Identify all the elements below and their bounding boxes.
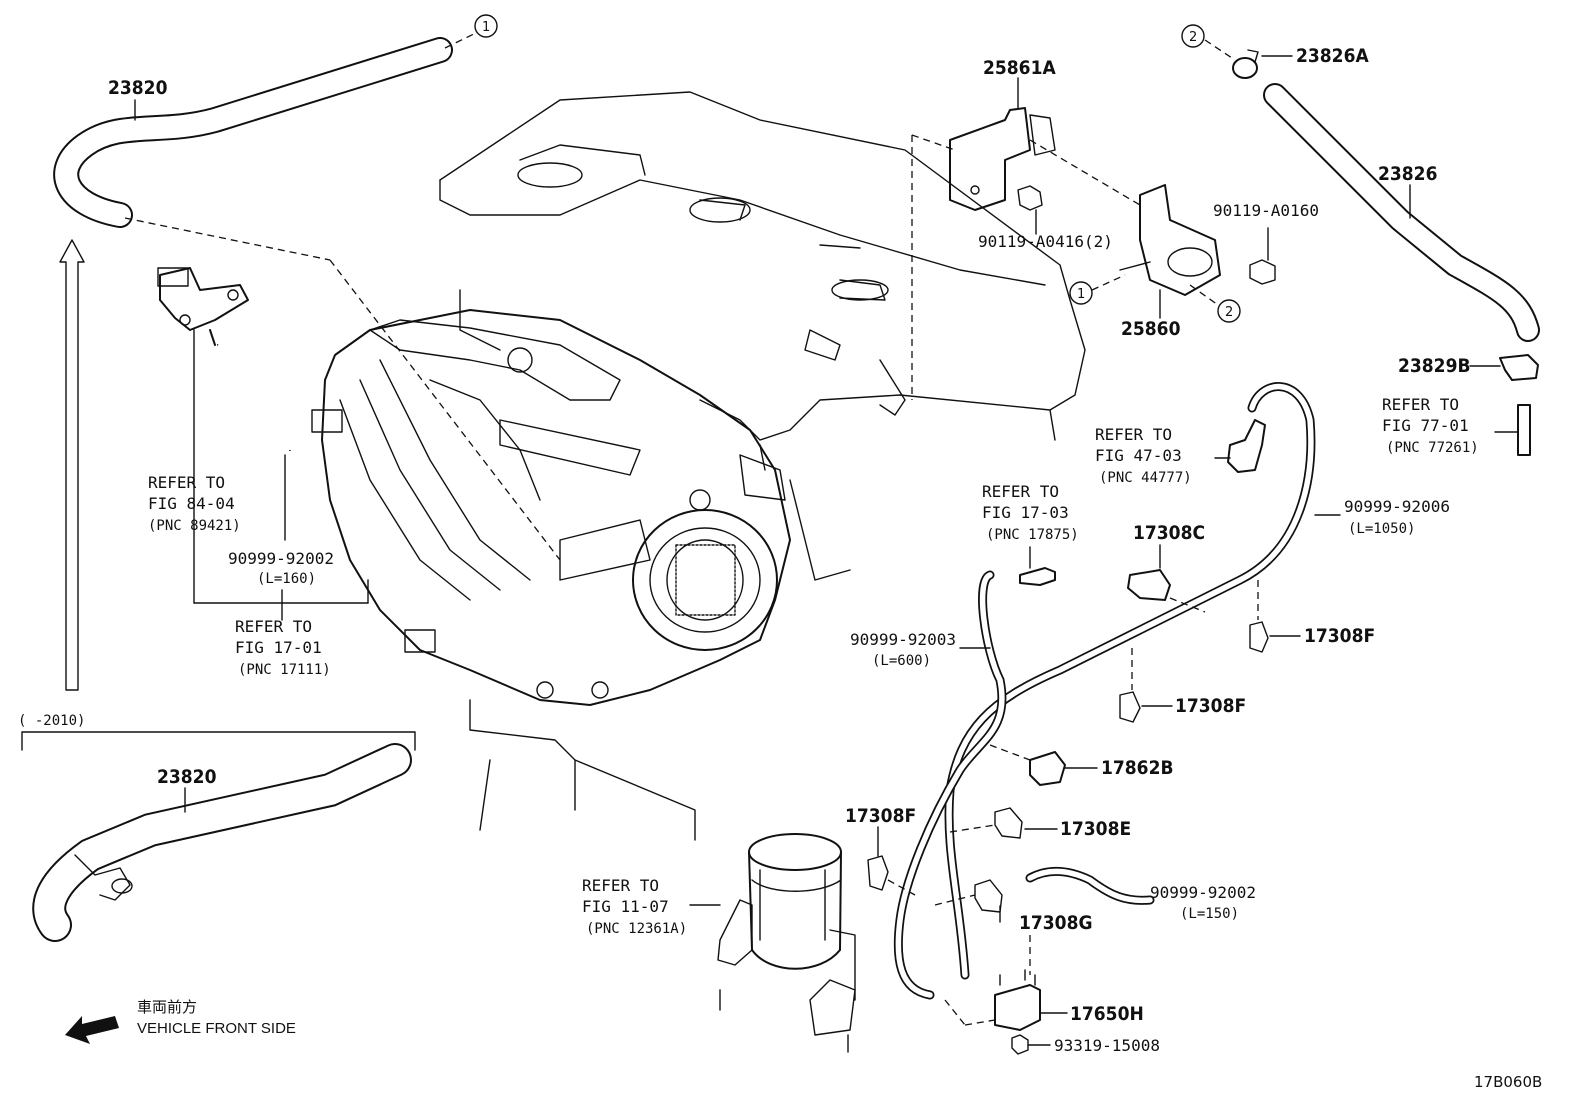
part-label-17862B: 17862B <box>1101 757 1174 779</box>
hose-23820-top <box>53 31 479 228</box>
hose-92006-len: (L=1050) <box>1348 521 1415 537</box>
ref-17-01-line3: (PNC 17111) <box>238 662 331 678</box>
bolt-90119-A0416-icon <box>1017 185 1043 211</box>
clamp-17308G-icon <box>974 879 1003 913</box>
clamp-17308F-b-icon <box>1119 691 1141 723</box>
ref-47-line1: REFER TO <box>1095 425 1172 444</box>
hose-92002-a-pn: 90999-92002 <box>228 549 334 568</box>
svg-text:2: 2 <box>1225 305 1233 320</box>
ref-77-line2: FIG 77-01 <box>1382 416 1469 435</box>
part-label-17308F-c: 17308F <box>845 805 916 827</box>
clamp-23829B-icon <box>1499 354 1539 381</box>
pipe-77261-icon <box>1517 404 1531 456</box>
hose-92003-pn: 90999-92003 <box>850 630 956 649</box>
part-label-93319: 93319-15008 <box>1054 1036 1160 1055</box>
part-label-23826A: 23826A <box>1296 45 1369 67</box>
part-label-17308F-a: 17308F <box>1304 625 1375 647</box>
vacuum-sensor-icon <box>157 267 249 346</box>
ref-11-line2: FIG 11-07 <box>582 897 669 916</box>
clamp-17308F-c-icon <box>867 855 889 891</box>
ref-77-line1: REFER TO <box>1382 395 1459 414</box>
hose-92003-len: (L=600) <box>872 653 931 669</box>
part-label-17308C: 17308C <box>1133 522 1205 544</box>
diagram-id: 17B060B <box>1474 1073 1542 1091</box>
year-range-label: ( -2010) <box>18 713 85 729</box>
part-label-23820-top: 23820 <box>108 77 168 99</box>
part-label-25861A: 25861A <box>983 57 1056 79</box>
vacuum-tank-icon <box>717 833 856 1053</box>
hose-92006-pn: 90999-92006 <box>1344 497 1450 516</box>
vsv-25860-icon <box>1119 184 1221 296</box>
hose-23820-bottom <box>32 743 412 942</box>
ref-17-01-line1: REFER TO <box>235 617 312 636</box>
part-label-17308G: 17308G <box>1019 912 1093 934</box>
ref-47-line2: FIG 47-03 <box>1095 446 1182 465</box>
hose-92002-a-len: (L=160) <box>257 571 316 587</box>
valve-17650H-icon <box>994 969 1041 1031</box>
fitting-17875-icon <box>1019 567 1056 586</box>
hose-90999-92002-short <box>1025 867 1155 905</box>
clamp-17308E-icon <box>994 807 1023 839</box>
part-label-23829B: 23829B <box>1398 355 1471 377</box>
ref-17-03-line3: (PNC 17875) <box>986 527 1079 543</box>
hose-23826 <box>1263 83 1540 342</box>
clamp-17308C-icon <box>1127 569 1171 601</box>
up-arrow-icon <box>59 239 85 691</box>
part-label-17308F-b: 17308F <box>1175 695 1246 717</box>
svg-text:2: 2 <box>1189 30 1197 45</box>
part-label-17308E: 17308E <box>1060 818 1131 840</box>
hose-92002-b-len: (L=150) <box>1180 906 1239 922</box>
clamp-23826A-icon <box>1232 49 1259 79</box>
sensor-44777-icon <box>1227 419 1266 473</box>
intake-manifold <box>311 309 791 706</box>
callout-2-valve: 2 <box>1217 299 1241 323</box>
part-label-25860: 25860 <box>1121 318 1181 340</box>
ref-84-line3: (PNC 89421) <box>148 518 241 534</box>
part-label-23820-bottom: 23820 <box>157 766 217 788</box>
ref-17-01-line2: FIG 17-01 <box>235 638 322 657</box>
callout-2-top: 2 <box>1181 24 1205 48</box>
svg-text:1: 1 <box>482 20 490 35</box>
vehicle-front-arrow-icon <box>65 1016 119 1044</box>
ref-77-line3: (PNC 77261) <box>1386 440 1479 456</box>
ref-11-line1: REFER TO <box>582 876 659 895</box>
part-label-17650H: 17650H <box>1070 1003 1144 1025</box>
vehicle-front-label-jp: 車両前方 <box>137 998 197 1016</box>
vehicle-front-label-en: VEHICLE FRONT SIDE <box>137 1020 296 1037</box>
callout-1-valve: 1 <box>1069 281 1093 305</box>
hose-90999-92006 <box>944 382 1316 980</box>
ref-11-line3: (PNC 12361A) <box>586 921 687 937</box>
callout-1-top: 1 <box>474 14 498 38</box>
clamp-17862B-icon <box>1029 751 1066 786</box>
ref-47-line3: (PNC 44777) <box>1099 470 1192 486</box>
part-label-23826: 23826 <box>1378 163 1437 185</box>
engine-cylinder-head <box>439 91 1086 841</box>
bolt-93319-icon <box>1011 1034 1029 1055</box>
bolt-90119-A0160-icon <box>1249 259 1276 285</box>
clamp-17308F-a-icon <box>1249 621 1269 653</box>
hose-92002-b-pn: 90999-92002 <box>1150 883 1256 902</box>
ref-17-03-line2: FIG 17-03 <box>982 503 1069 522</box>
year-range-bracket <box>21 731 416 751</box>
ref-84-line1: REFER TO <box>148 473 225 492</box>
ref-84-line2: FIG 84-04 <box>148 494 235 513</box>
part-label-90119-A0160: 90119-A0160 <box>1213 201 1319 220</box>
svg-text:1: 1 <box>1077 287 1085 302</box>
ref-17-03-line1: REFER TO <box>982 482 1059 501</box>
part-label-90119-A0416: 90119-A0416(2) <box>978 232 1113 251</box>
